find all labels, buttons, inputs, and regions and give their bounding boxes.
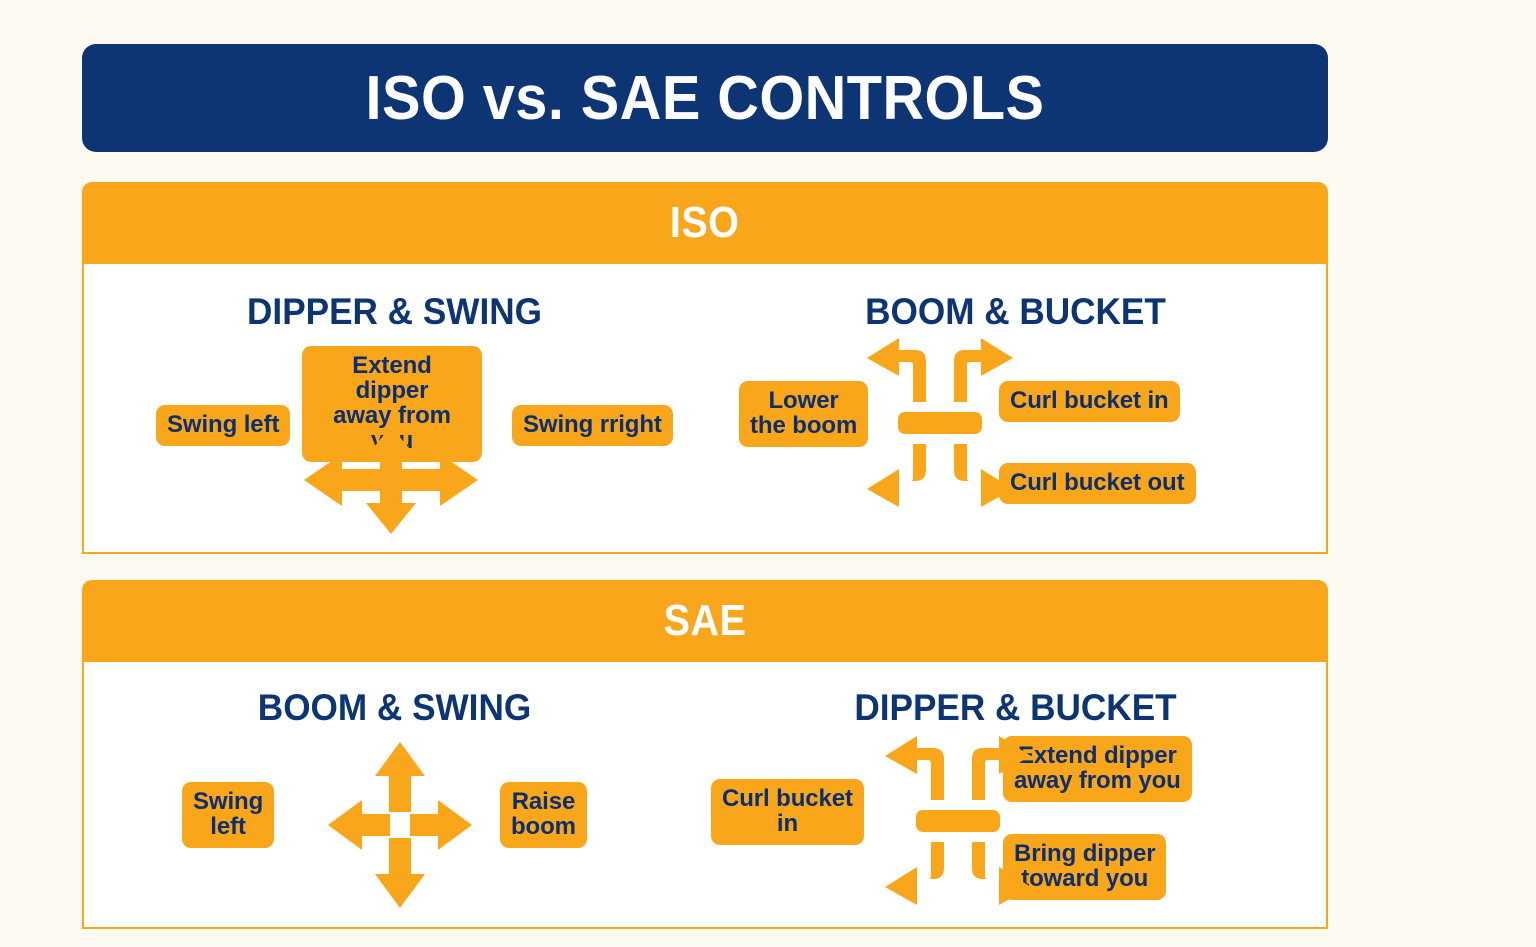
section-iso: ISO DIPPER & SWING Swing left Extend dip… [82, 182, 1328, 554]
pane-boom-swing: BOOM & SWING Swing left Raise boom [84, 662, 705, 927]
page-title: ISO vs. SAE CONTROLS [365, 63, 1045, 133]
chip-bring-dipper: Bring dipper toward you [1003, 834, 1167, 900]
section-header-iso: ISO [82, 182, 1328, 264]
pane-title-dipper-swing: DIPPER & SWING [247, 291, 542, 332]
chip-curl-bucket-in-sae: Curl bucket in [711, 779, 864, 845]
section-body-sae: BOOM & SWING Swing left Raise boom [82, 662, 1328, 929]
chip-lower-the-boom: Lower the boom [739, 381, 869, 447]
pane-dipper-swing: DIPPER & SWING Swing left Extend dipper … [84, 264, 705, 552]
chip-raise-boom: Raise boom [500, 782, 587, 848]
pane-dipper-bucket: DIPPER & BUCKET Curl bucket in Extend di… [705, 662, 1326, 927]
section-label-sae: SAE [663, 596, 747, 645]
bent-arrows-4way-icon [865, 336, 1015, 511]
section-label-iso: ISO [670, 198, 740, 247]
pane-boom-bucket: BOOM & BUCKET Lower the boom Curl bucket… [705, 264, 1326, 552]
page-title-bar: ISO vs. SAE CONTROLS [82, 44, 1328, 152]
panes-iso: DIPPER & SWING Swing left Extend dipper … [84, 264, 1326, 552]
cross-arrow-4way-split-icon [326, 740, 474, 910]
pane-title-boom-bucket: BOOM & BUCKET [865, 291, 1166, 332]
chip-curl-bucket-in: Curl bucket in [999, 381, 1180, 422]
chip-swing-left-sae: Swing left [182, 782, 275, 848]
cross-arrow-4way-icon [296, 424, 486, 536]
panes-sae: BOOM & SWING Swing left Raise boom [84, 662, 1326, 927]
section-body-iso: DIPPER & SWING Swing left Extend dipper … [82, 264, 1328, 554]
bent-arrows-4way-icon [883, 734, 1033, 909]
pane-title-dipper-bucket: DIPPER & BUCKET [854, 687, 1177, 728]
chip-extend-dipper: Extend dipper away from you [302, 346, 482, 462]
section-header-sae: SAE [82, 580, 1328, 662]
chip-swing-left: Swing left [156, 405, 291, 446]
section-sae: SAE BOOM & SWING Swing left Raise boom [82, 580, 1328, 929]
pane-title-boom-swing: BOOM & SWING [257, 687, 532, 728]
chip-extend-dipper-sae: Extend dipper away from you [1003, 736, 1192, 802]
chip-curl-bucket-out: Curl bucket out [999, 463, 1196, 504]
chip-swing-right: Swing rright [512, 405, 673, 446]
